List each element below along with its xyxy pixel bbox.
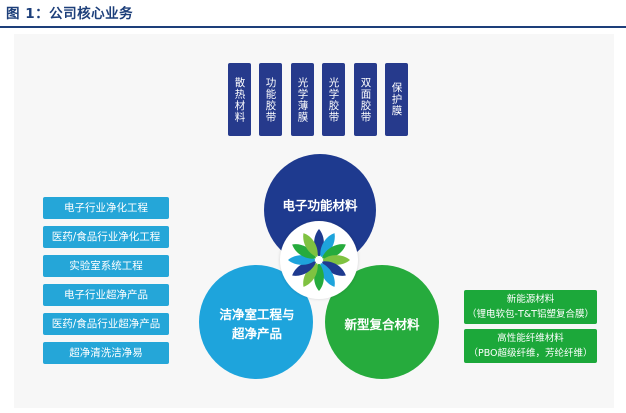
left-item-lab-systems: 实验室系统工程: [43, 255, 169, 277]
right-item-title: 新能源材料: [506, 294, 555, 305]
top-box-protective-film: 保护膜: [385, 63, 408, 136]
right-item-subtitle: （PBO超级纤维，芳纶纤维）: [468, 348, 593, 359]
top-box-double-sided-tape: 双面胶带: [354, 63, 377, 136]
left-item-pharma-food-purification: 医药/食品行业净化工程: [43, 226, 169, 248]
circle-right-label: 新型复合材料: [344, 317, 420, 332]
logo-petal: [320, 233, 335, 258]
logo-petal: [321, 244, 346, 259]
left-item-pharma-food-ultraclean: 医药/食品行业超净产品: [43, 313, 169, 335]
top-box-optical-tape: 光学胶带: [322, 63, 345, 136]
title-divider: [0, 26, 626, 28]
starburst-leaf-logo-icon: [288, 229, 350, 291]
logo-petal: [321, 261, 346, 276]
top-box-heat-dissipation: 散热材料: [228, 63, 251, 136]
figure-title: 图 1：公司核心业务: [6, 6, 134, 22]
top-box-functional-tape: 功能胶带: [259, 63, 282, 136]
circle-top-label: 电子功能材料: [282, 198, 358, 213]
left-item-ultraclean-cleaning: 超净清洗洁净易: [43, 342, 169, 364]
right-item-new-energy-materials: 新能源材料 （锂电软包-T&T铝塑复合膜）: [464, 290, 597, 324]
logo-petal: [292, 244, 317, 259]
left-item-electronics-ultraclean: 电子行业超净产品: [43, 284, 169, 306]
logo-petal: [292, 261, 317, 276]
circle-left-line2: 超净产品: [231, 326, 282, 341]
circle-left-label: 洁净室工程与 超净产品: [205, 305, 309, 343]
right-item-subtitle: （锂电软包-T&T铝塑复合膜）: [467, 309, 594, 320]
logo-petal: [303, 262, 318, 287]
logo-petal: [303, 233, 318, 258]
logo-petal: [320, 262, 335, 287]
left-item-electronics-purification: 电子行业净化工程: [43, 197, 169, 219]
circle-left-line1: 洁净室工程与: [219, 307, 295, 322]
top-box-optical-film: 光学薄膜: [291, 63, 314, 136]
right-item-title: 高性能纤维材料: [497, 333, 564, 344]
right-item-high-performance-fiber: 高性能纤维材料 （PBO超级纤维，芳纶纤维）: [464, 329, 597, 363]
